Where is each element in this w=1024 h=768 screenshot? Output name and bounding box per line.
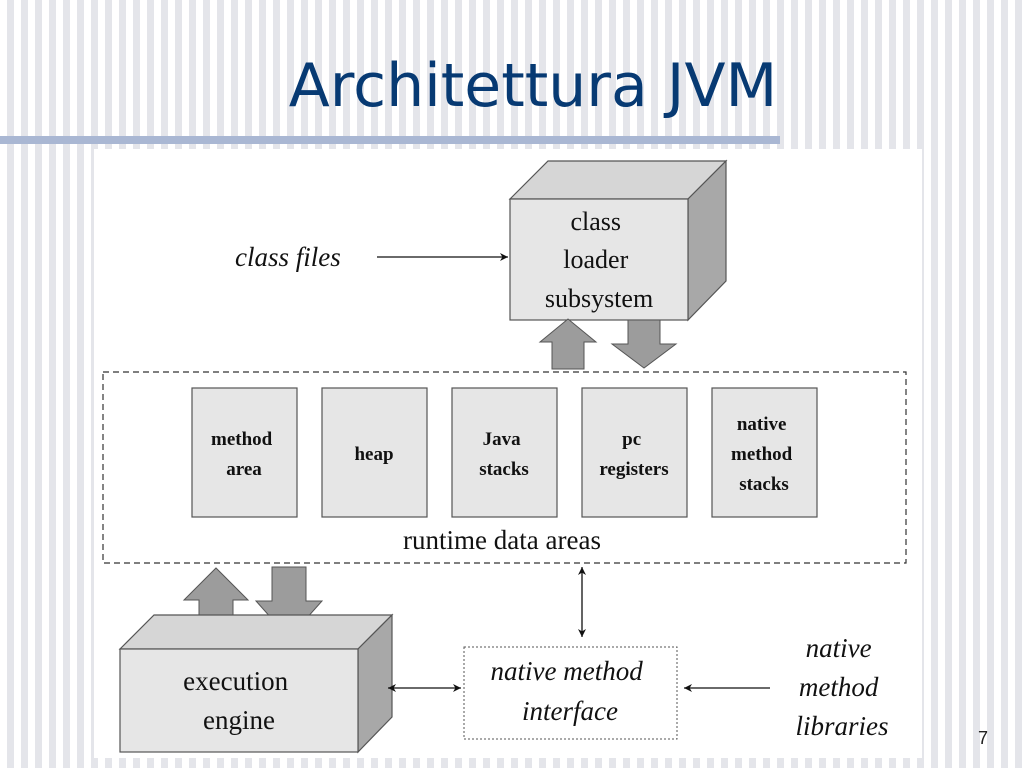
native-interface-line-2: interface <box>522 696 618 726</box>
runtime-data-areas-label: runtime data areas <box>403 525 601 555</box>
svg-text:class loader s: class loader subsystem <box>545 207 653 313</box>
class-loader-label-line-3: subsystem <box>545 284 653 313</box>
native-interface-line-1: native method <box>491 656 644 686</box>
method-area-line-1: method <box>211 429 273 450</box>
native-libraries-line-2: method <box>799 672 879 702</box>
runtime-data-areas-border <box>102 371 907 564</box>
method-area-line-2: area <box>226 459 262 480</box>
jvm-architecture-diagram: class loader subsystem class files runti… <box>102 159 907 754</box>
heap-line-1: heap <box>354 444 393 465</box>
class-loader-label-line-1: class <box>570 207 621 236</box>
svg-text:pc registers: pc registers <box>599 429 668 480</box>
svg-text:execution engine: execution engine <box>183 666 295 735</box>
native-method-stacks-line-3: stacks <box>739 474 789 495</box>
page-number: 7 <box>977 728 988 748</box>
java-stacks-line-1: Java <box>483 429 522 450</box>
svg-text:method area: method area <box>211 429 277 480</box>
runtime-item-heap: heap <box>321 387 428 518</box>
svg-text:native method libr: native method libraries <box>795 633 888 741</box>
slide-title: Architettura JVM <box>288 51 778 121</box>
runtime-item-method-area: method area <box>191 387 298 518</box>
pc-registers-line-1: pc <box>622 429 641 450</box>
svg-text:Java stacks: Java stacks <box>479 429 529 480</box>
title-rule <box>0 136 780 144</box>
class-files-label: class files <box>235 242 341 272</box>
svg-text:heap: heap <box>354 444 393 465</box>
runtime-item-java-stacks: Java stacks <box>451 387 558 518</box>
native-method-stacks-line-1: native <box>737 414 787 435</box>
diagram-panel: class loader subsystem class files runti… <box>94 149 922 758</box>
svg-text:native method interfac: native method interface <box>491 656 650 726</box>
class-loader-label-line-2: loader <box>563 245 628 274</box>
loader-down-arrow-icon <box>610 319 678 369</box>
execution-engine-line-1: execution <box>183 666 288 696</box>
runtime-item-pc-registers: pc registers <box>581 387 688 518</box>
loader-up-arrow-icon <box>538 318 598 370</box>
native-method-stacks-line-2: method <box>731 444 793 465</box>
java-stacks-line-2: stacks <box>479 459 529 480</box>
svg-text:native method: native method stacks <box>731 414 797 495</box>
pc-registers-line-2: registers <box>599 459 668 480</box>
native-method-interface-box: native method interface <box>463 646 678 740</box>
runtime-item-native-method-stacks: native method stacks <box>711 387 818 518</box>
native-libraries-line-1: native <box>806 633 872 663</box>
class-loader-box: class loader subsystem <box>508 159 728 322</box>
runtime-data-areas: runtime data areas method area heap Java <box>102 371 907 564</box>
execution-engine-line-2: engine <box>203 705 275 735</box>
execution-engine-box: execution engine <box>118 613 394 754</box>
native-libraries-line-3: libraries <box>795 711 888 741</box>
